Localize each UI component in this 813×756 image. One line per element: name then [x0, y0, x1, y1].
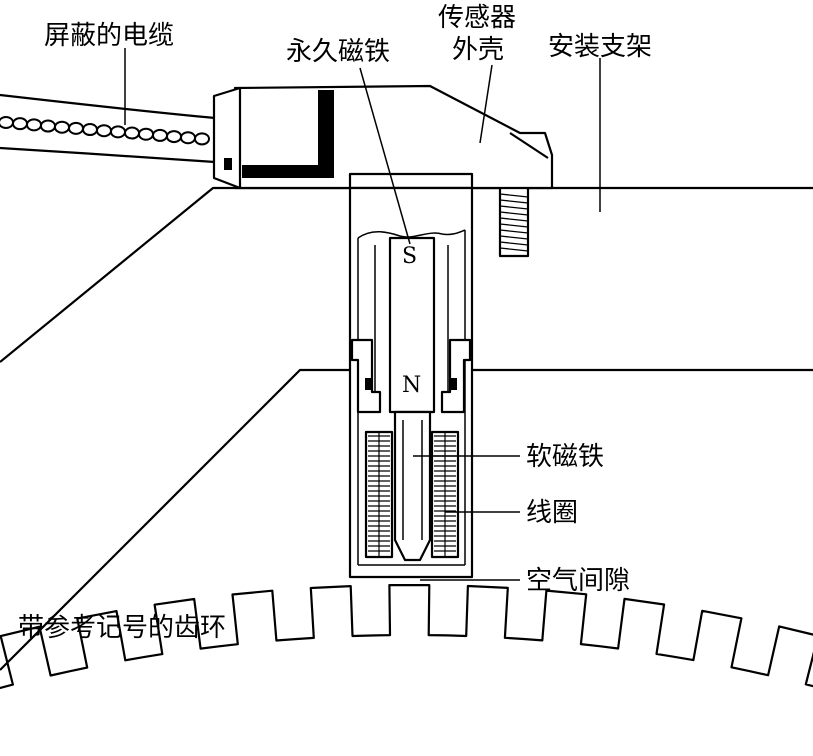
- label-permanent-magnet: 永久磁铁: [286, 37, 390, 67]
- cable-braid-link: [96, 124, 112, 138]
- bolt-thread: [499, 211, 529, 216]
- mounting-bolt: [498, 184, 530, 258]
- soft-iron-core: [393, 410, 432, 562]
- cable-braid-link: [12, 117, 28, 131]
- cable-braid-link: [40, 119, 56, 133]
- label-sensor-housing-line2: 外壳: [452, 35, 504, 65]
- label-reference-tooth-ring: 带参考记号的齿环: [18, 613, 226, 643]
- cable-braid-link: [68, 121, 84, 135]
- cable-braid-link: [152, 128, 168, 142]
- bolt-thread: [499, 235, 529, 240]
- label-air-gap: 空气间隙: [526, 566, 630, 596]
- bolt-thread: [499, 223, 529, 228]
- bolt-thread: [499, 229, 529, 234]
- tooth-ring: [0, 584, 813, 690]
- bolt-thread: [499, 205, 529, 210]
- bolt-thread: [499, 241, 529, 246]
- shielded-cable: [0, 93, 216, 164]
- bolt-thread: [499, 199, 529, 204]
- pole-mark-north: N: [402, 373, 421, 398]
- cable-braid-link: [26, 118, 42, 132]
- label-sensor-housing-line1: 传感器: [438, 3, 516, 33]
- cable-braid-link: [54, 120, 70, 134]
- label-mounting-bracket: 安装支架: [548, 32, 652, 62]
- mounting-bracket: [0, 186, 813, 671]
- bolt-thread: [499, 247, 529, 252]
- bolt-thread: [499, 193, 529, 198]
- sensor-housing: [212, 84, 554, 190]
- cable-braid-link: [82, 123, 98, 137]
- pole-mark-south: S: [402, 244, 417, 269]
- cable-braid-link: [138, 127, 154, 141]
- cable-braid-link: [194, 132, 210, 146]
- label-soft-iron: 软磁铁: [526, 442, 604, 472]
- label-coil: 线圈: [526, 498, 578, 528]
- cable-braid-link: [110, 125, 126, 139]
- cable-braid-link: [0, 116, 14, 130]
- inner-shoulders: [350, 338, 472, 414]
- cable-braid-link: [124, 126, 140, 140]
- cable-braid-link: [180, 131, 196, 145]
- leader-lines: [124, 48, 601, 581]
- permanent-magnet: [374, 236, 449, 414]
- cable-braid-link: [166, 130, 182, 144]
- label-shielded-cable: 屏蔽的电缆: [44, 21, 174, 51]
- bolt-thread: [499, 217, 529, 222]
- sensor-flange: [348, 172, 474, 190]
